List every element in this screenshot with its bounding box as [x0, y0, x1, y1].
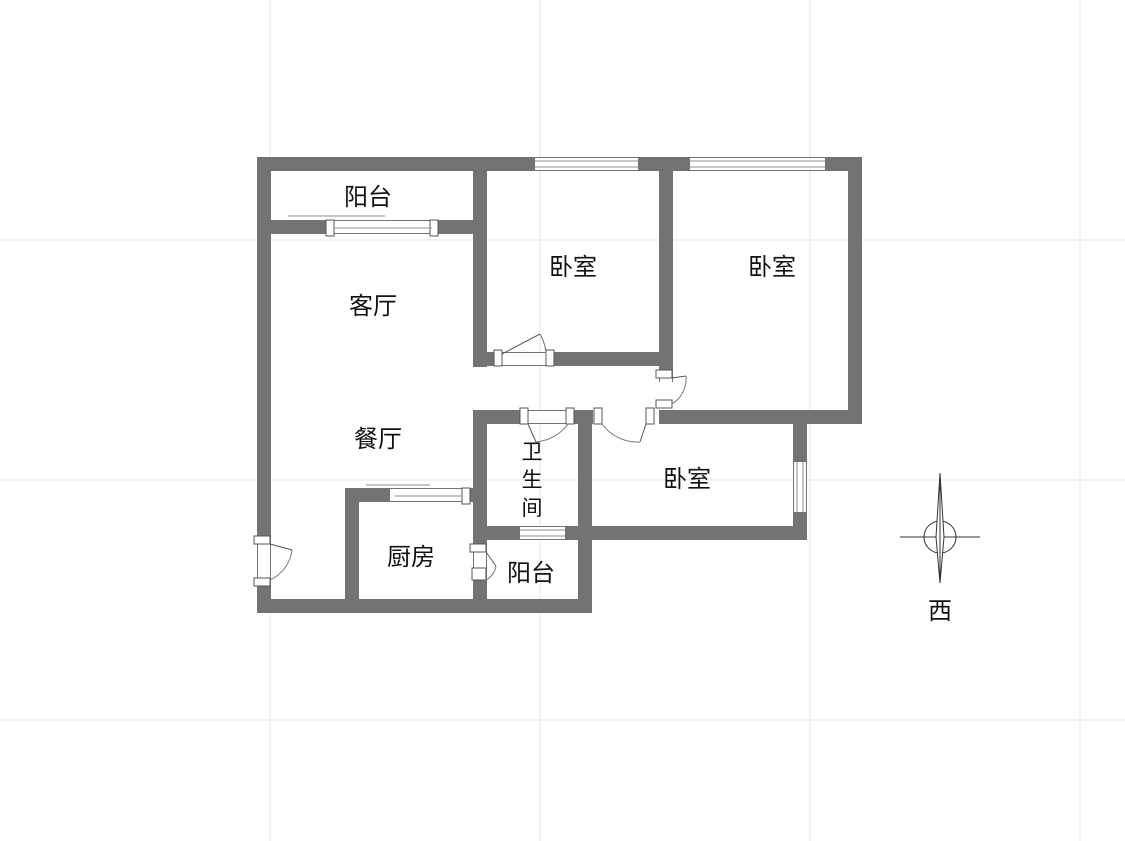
sliding-doors [288, 215, 471, 505]
wall-bedroom-divider [659, 157, 673, 382]
window-bedroom-right [690, 158, 825, 170]
sliding-door-balcony [288, 215, 439, 237]
wall-east-top [848, 157, 862, 424]
room-label-balcony-south: 阳台 [507, 559, 555, 587]
room-label-kitchen: 厨房 [387, 543, 435, 571]
room-label-bedroom-left: 卧室 [549, 253, 597, 281]
room-label-bathroom-1: 卫 [522, 440, 543, 464]
door-bedroom-left [493, 333, 555, 367]
swing-doors [253, 333, 687, 587]
room-label-bathroom-3: 间 [522, 496, 543, 520]
wall-south-main [257, 599, 592, 613]
window-bedroom-south [794, 462, 806, 512]
room-label-balcony-north: 阳台 [344, 183, 392, 211]
sliding-door-kitchen [366, 484, 471, 505]
compass: 西 [900, 472, 980, 625]
room-label-living-room: 客厅 [349, 292, 397, 320]
windows [520, 158, 825, 539]
window-bedroom-left [535, 158, 638, 170]
door-entrance [253, 535, 293, 587]
wall-bedroom-left-west [473, 157, 487, 367]
room-label-dining-room: 餐厅 [354, 425, 402, 453]
room-label-bathroom-2: 生 [522, 468, 543, 492]
wall-bedroom-right-south [659, 410, 862, 424]
room-labels: 阳台 客厅 餐厅 卧室 卧室 卧室 卫 生 间 厨房 阳台 [344, 183, 796, 587]
wall-south-balcony-east [578, 526, 592, 613]
compass-direction-label: 西 [928, 597, 952, 625]
wall-south-bedroom [578, 526, 807, 540]
wall-bathroom-west [473, 410, 487, 540]
wall-kitchen-west [345, 488, 359, 613]
door-bathroom [519, 407, 575, 443]
room-label-bedroom-south: 卧室 [663, 465, 711, 493]
door-bedroom-right [655, 369, 687, 410]
wall-bathroom-east [578, 410, 592, 540]
room-label-bedroom-right: 卧室 [748, 253, 796, 281]
door-balcony-south [469, 543, 497, 581]
window-bathroom [520, 527, 565, 539]
wall-west [257, 157, 271, 613]
door-bedroom-south [593, 407, 655, 443]
